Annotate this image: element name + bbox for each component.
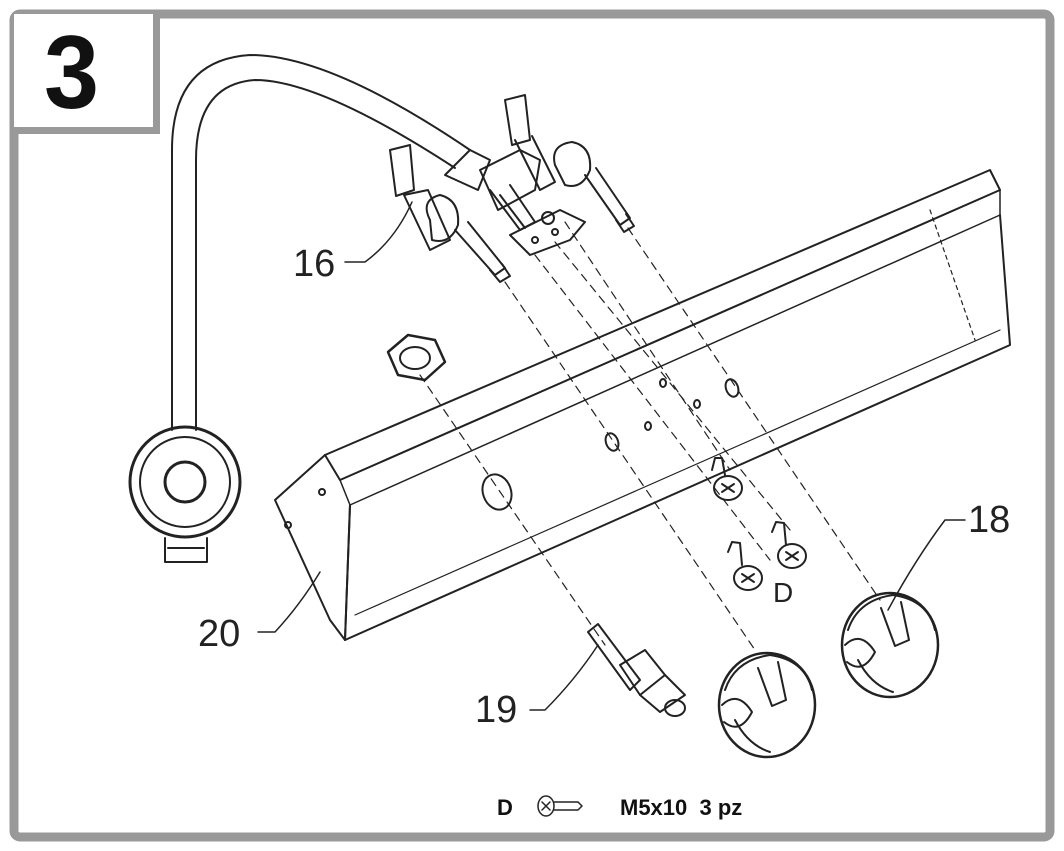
legend-spec: M5x10 3 pz [620,795,742,820]
legend-letter: D [497,795,513,820]
callout-20: 20 [198,613,240,655]
valve-manifold [389,94,635,283]
gas-hose [171,54,471,431]
control-knob-left [717,651,817,759]
callout-19: 19 [475,689,517,731]
control-panel [274,169,1011,641]
pressure-regulator [128,425,242,563]
step-box: 3 [14,14,160,134]
igniter [587,623,686,717]
screw-d-1 [711,457,743,501]
outer-frame [9,9,1055,842]
control-knob-right [840,591,940,699]
screw-d-3 [771,521,807,569]
step-number: 3 [44,15,99,131]
screw-d-2 [727,541,763,591]
callout-18: 18 [968,499,1010,541]
legend-screw-icon [537,795,583,817]
leader-lines [257,201,966,711]
callout-16: 16 [293,243,335,285]
hex-nut [386,333,447,382]
callout-d: D [773,577,793,608]
assembly-lines [419,221,881,651]
